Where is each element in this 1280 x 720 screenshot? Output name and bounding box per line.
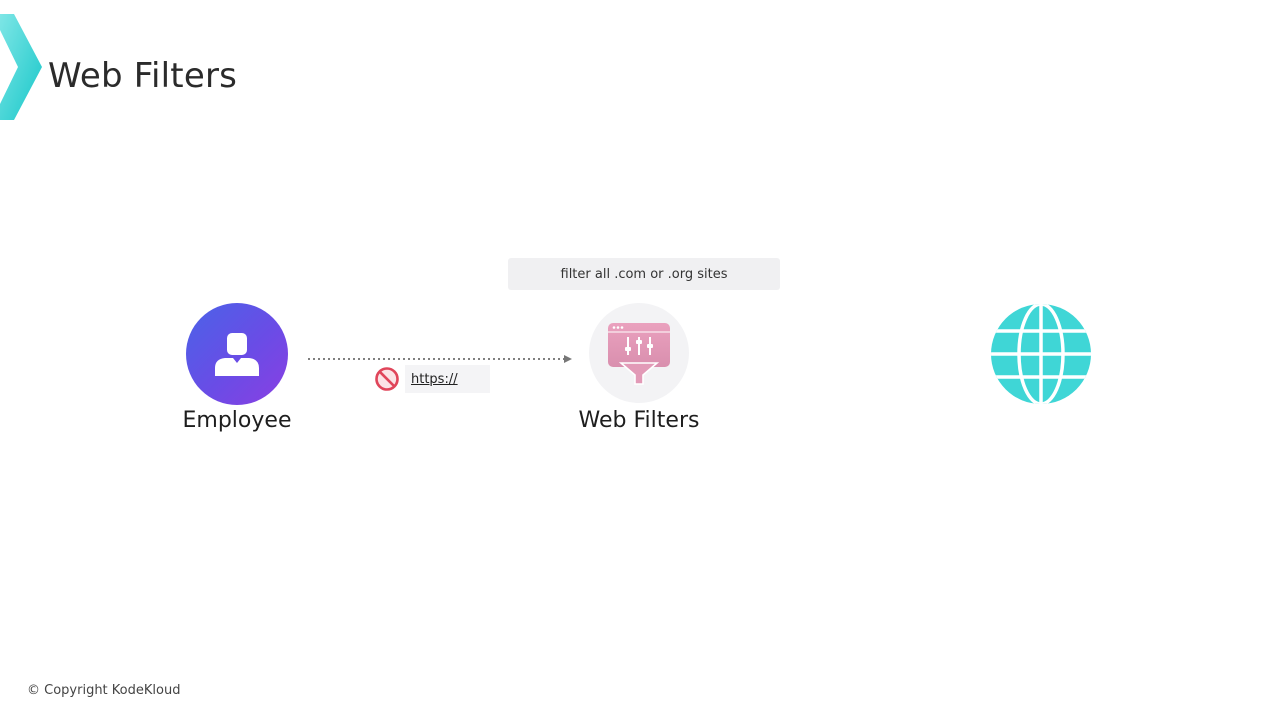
internet-node	[990, 303, 1092, 405]
url-text: https://	[405, 365, 490, 393]
web-filter-node	[589, 303, 689, 403]
blocked-icon	[375, 367, 399, 391]
globe-icon	[991, 304, 1091, 404]
page-title: Web Filters	[48, 56, 238, 96]
web-filter-label: Web Filters	[578, 408, 700, 433]
employee-node	[186, 303, 288, 405]
web-filter-icon	[608, 323, 670, 385]
employee-label: Employee	[182, 408, 292, 433]
filter-rule-note: filter all .com or .org sites	[508, 258, 780, 290]
blocked-url-tag: https://	[373, 365, 490, 393]
request-arrow	[308, 355, 572, 363]
kodekloud-logo-icon	[0, 14, 42, 120]
copyright-text: © Copyright KodeKloud	[27, 683, 181, 698]
user-icon	[215, 333, 259, 376]
